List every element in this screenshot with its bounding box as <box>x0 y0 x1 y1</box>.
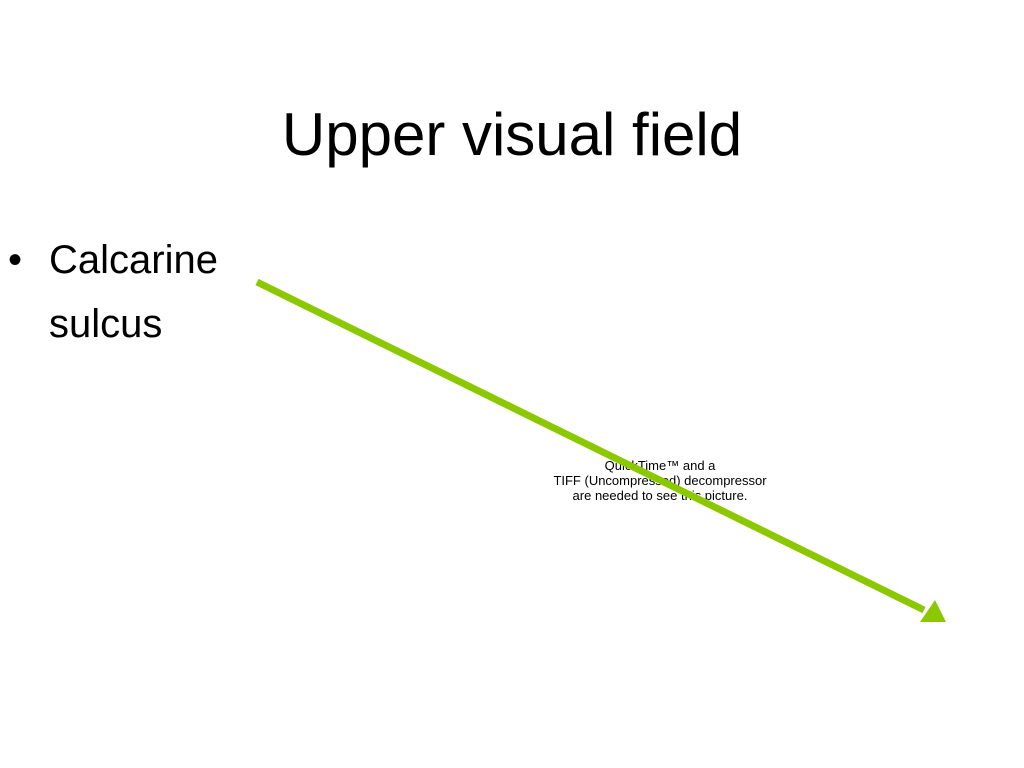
bullet-text: Calcarine sulcus <box>49 238 218 346</box>
bullet-item-calcarine: • Calcarine sulcus <box>8 228 269 356</box>
arrowhead-icon <box>920 600 946 622</box>
bullet-list: • Calcarine sulcus <box>8 228 269 356</box>
bullet-marker: • <box>8 238 23 282</box>
arrow-icon <box>255 278 926 614</box>
slide-title: Upper visual field <box>281 101 743 168</box>
